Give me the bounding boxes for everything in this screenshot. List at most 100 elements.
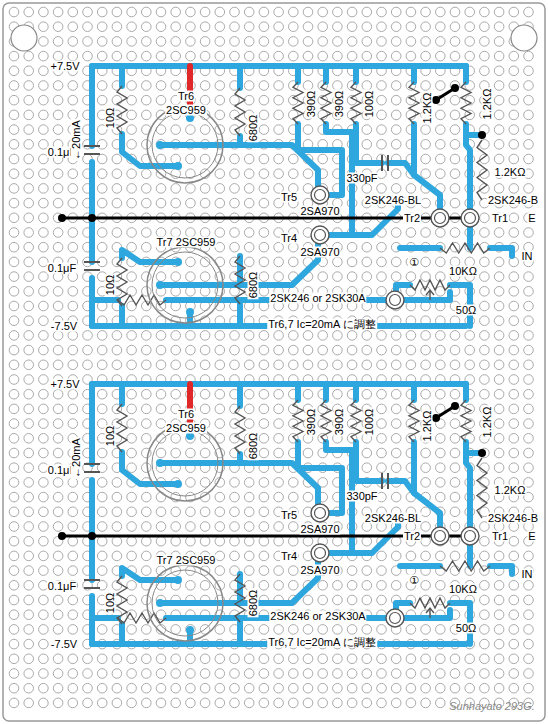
- hole: [39, 683, 49, 693]
- hole: [494, 404, 504, 414]
- hole: [24, 522, 34, 532]
- hole: [24, 7, 34, 17]
- hole: [509, 287, 519, 297]
- hole: [406, 272, 416, 282]
- hole: [377, 272, 387, 282]
- hole: [524, 345, 534, 355]
- hole: [465, 683, 475, 693]
- hole: [97, 478, 107, 488]
- part-label: 100Ω: [364, 90, 375, 119]
- part-label: 330pF: [345, 491, 378, 502]
- hole: [112, 345, 122, 355]
- hole: [9, 595, 19, 605]
- hole: [450, 507, 460, 517]
- hole: [436, 228, 446, 238]
- hole: [230, 698, 240, 708]
- hole: [347, 698, 357, 708]
- hole: [97, 492, 107, 502]
- hole: [112, 507, 122, 517]
- hole: [244, 669, 254, 679]
- hole: [215, 698, 225, 708]
- hole: [127, 140, 137, 150]
- hole: [436, 360, 446, 370]
- hole: [406, 551, 416, 561]
- hole: [171, 434, 181, 444]
- hole: [494, 610, 504, 620]
- hole: [318, 654, 328, 664]
- hole: [391, 389, 401, 399]
- hole: [24, 51, 34, 61]
- hole: [465, 345, 475, 355]
- hole: [259, 669, 269, 679]
- hole: [494, 345, 504, 355]
- hole: [230, 654, 240, 664]
- hole: [9, 228, 19, 238]
- hole: [259, 536, 269, 546]
- wire: [237, 454, 243, 463]
- hole: [391, 551, 401, 561]
- resistor-symbol: [477, 458, 487, 518]
- hole: [509, 463, 519, 473]
- hole: [68, 22, 78, 32]
- transistor-symbol: [431, 209, 449, 227]
- hole: [97, 522, 107, 532]
- hole: [53, 698, 63, 708]
- hole: [171, 345, 181, 355]
- wire: [356, 124, 382, 163]
- hole: [436, 81, 446, 91]
- transistor-symbol: [315, 548, 326, 559]
- hole: [259, 242, 269, 252]
- wire: [119, 384, 125, 404]
- hole: [289, 360, 299, 370]
- hole: [450, 683, 460, 693]
- wire: [92, 381, 466, 387]
- hole: [391, 95, 401, 105]
- hole: [9, 81, 19, 91]
- hole: [127, 507, 137, 517]
- hole: [230, 669, 240, 679]
- hole: [156, 669, 166, 679]
- resistor-symbol: [235, 574, 245, 622]
- hole: [53, 551, 63, 561]
- capacitor-symbol: [84, 464, 100, 472]
- hole: [142, 434, 152, 444]
- capacitor-symbol: [84, 262, 100, 270]
- part-label: Tr4: [280, 551, 298, 562]
- hole: [9, 125, 19, 135]
- hole: [450, 419, 460, 429]
- hole: [362, 625, 372, 635]
- part-label: 2SK246 or 2SK30A: [269, 293, 366, 304]
- hole: [421, 463, 431, 473]
- hole: [68, 683, 78, 693]
- hole: [9, 213, 19, 223]
- part-label: Tr2: [403, 213, 421, 224]
- hole: [142, 419, 152, 429]
- hole: [421, 81, 431, 91]
- hole: [24, 581, 34, 591]
- hole: [112, 37, 122, 47]
- hole: [303, 331, 313, 341]
- hole: [127, 37, 137, 47]
- resistor-symbol: [117, 258, 127, 306]
- hole: [215, 184, 225, 194]
- hole: [318, 595, 328, 605]
- hole: [377, 7, 387, 17]
- hole: [303, 51, 313, 61]
- hole: [391, 22, 401, 32]
- hole: [480, 7, 490, 17]
- hole: [421, 22, 431, 32]
- hole: [480, 551, 490, 561]
- hole: [186, 536, 196, 546]
- hole: [436, 581, 446, 591]
- hole: [230, 536, 240, 546]
- hole: [53, 478, 63, 488]
- hole: [436, 551, 446, 561]
- transistor-symbol: [435, 213, 446, 224]
- hole: [97, 81, 107, 91]
- hole: [289, 478, 299, 488]
- hole: [97, 198, 107, 208]
- hole: [112, 551, 122, 561]
- hole: [215, 654, 225, 664]
- hole: [215, 81, 225, 91]
- transistor-symbol: [315, 230, 326, 241]
